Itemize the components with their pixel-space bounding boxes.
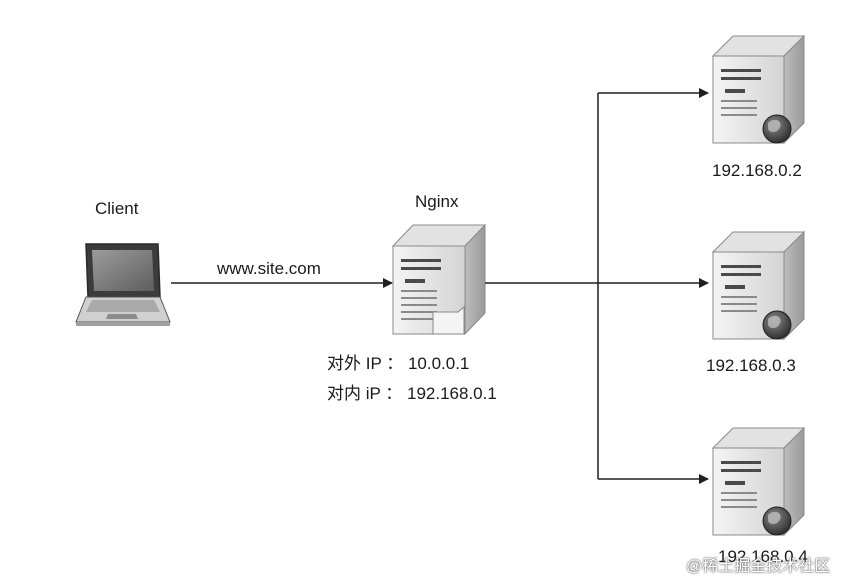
- watermark: @稀土掘金技术社区: [686, 558, 831, 575]
- nginx-label: Nginx: [415, 192, 459, 211]
- backend-ip-label: 192.168.0.4: [718, 547, 808, 566]
- internal-ip-row: 对内 iP ： 192.168.0.1: [327, 384, 497, 404]
- external-ip-value: 10.0.0.1: [407, 354, 470, 373]
- internal-ip-value: 192.168.0.1: [407, 384, 497, 403]
- request-url-label: www.site.com: [217, 259, 321, 278]
- backend-connectors: [485, 88, 709, 484]
- backend-server-icon: [711, 426, 806, 537]
- internal-ip-label: 对内 iP ：: [327, 384, 403, 403]
- laptop-icon: [75, 243, 171, 326]
- nginx-server-icon: [391, 223, 487, 336]
- backend-ip-label: 192.168.0.3: [706, 356, 796, 375]
- backend-ip-label: 192.168.0.2: [712, 161, 802, 180]
- backend-server-icon: [711, 34, 806, 145]
- client-label: Client: [95, 199, 139, 218]
- external-ip-row: 对外 IP ： 10.0.0.1: [327, 354, 469, 374]
- backend-server-icon: [711, 230, 806, 341]
- external-ip-label: 对外 IP ：: [327, 354, 404, 373]
